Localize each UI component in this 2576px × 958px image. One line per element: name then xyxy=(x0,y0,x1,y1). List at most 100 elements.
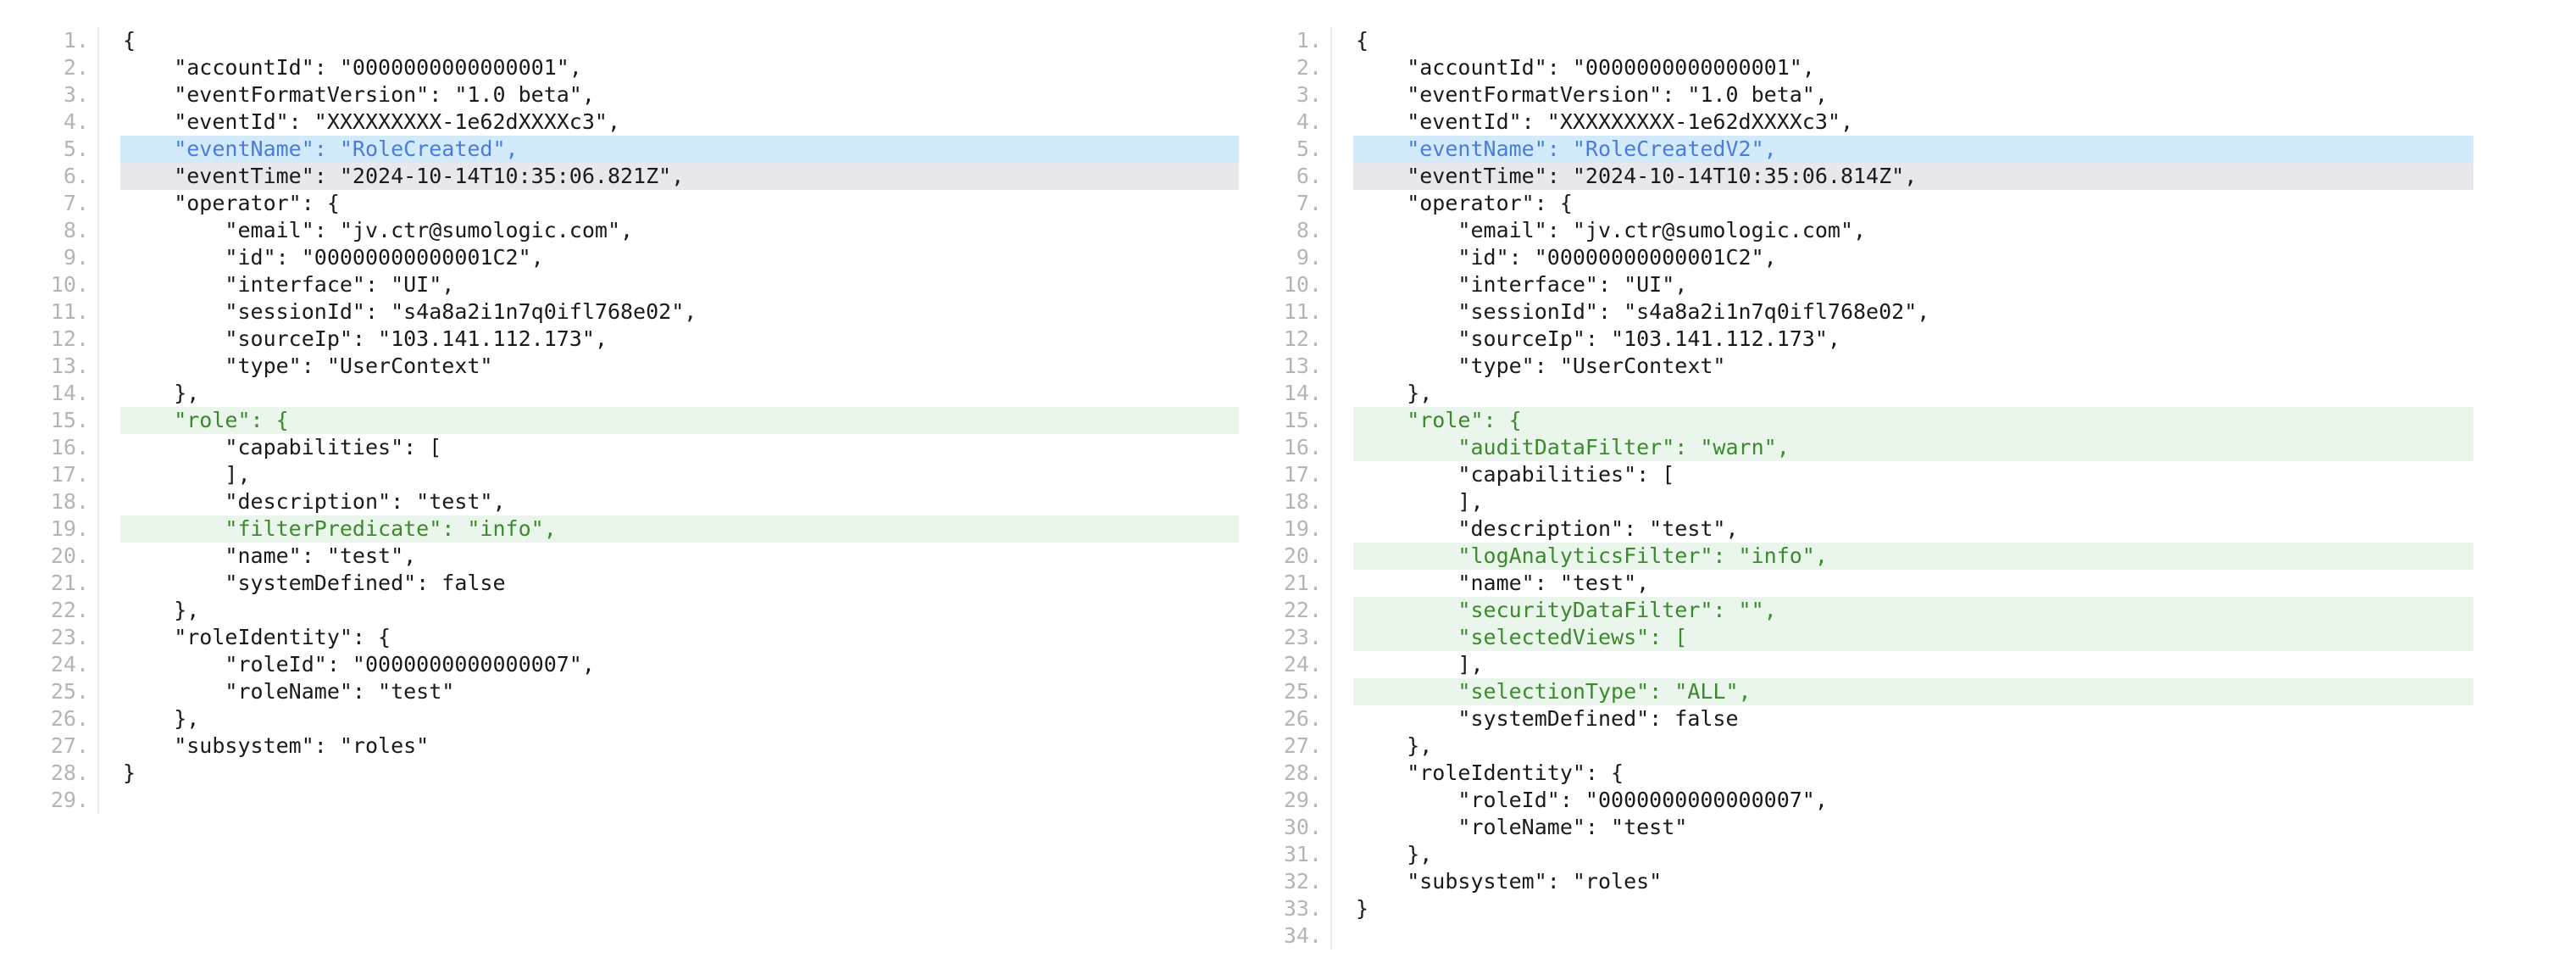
gutter-gap xyxy=(99,190,120,217)
line-code: "interface": "UI", xyxy=(1356,272,1688,297)
left-code-line-26: 26. }, xyxy=(0,705,1239,732)
left-code-line-19: 19. "filterPredicate": "info", xyxy=(0,515,1239,543)
right-code-line-31: 31. }, xyxy=(1232,841,2473,868)
line-code: "interface": "UI", xyxy=(123,272,455,297)
gutter-gap xyxy=(1332,787,1353,814)
line-number: 2. xyxy=(1232,54,1332,81)
gutter-gap xyxy=(1332,515,1353,543)
gutter-gap xyxy=(1332,922,1353,950)
line-number: 13. xyxy=(0,353,99,380)
line-code: "filterPredicate": "info", xyxy=(120,515,1239,543)
left-code-line-20: 20. "name": "test", xyxy=(0,543,1239,570)
line-code: ], xyxy=(1356,652,1484,677)
line-number: 19. xyxy=(1232,515,1332,543)
right-code-line-26: 26. "systemDefined": false xyxy=(1232,705,2473,732)
line-code: }, xyxy=(123,381,200,405)
right-code-line-25: 25. "selectionType": "ALL", xyxy=(1232,678,2473,705)
gutter-gap xyxy=(1332,543,1353,570)
left-code-line-2: 2. "accountId": "0000000000000001", xyxy=(0,54,1239,81)
gutter-gap xyxy=(1332,190,1353,217)
left-code-line-9: 9. "id": "00000000000001C2", xyxy=(0,244,1239,271)
line-number: 12. xyxy=(1232,326,1332,353)
left-code-line-18: 18. "description": "test", xyxy=(0,488,1239,515)
left-code-line-23: 23. "roleIdentity": { xyxy=(0,624,1239,651)
line-code: "selectedViews": [ xyxy=(1353,624,2473,651)
line-number: 13. xyxy=(1232,353,1332,380)
gutter-gap xyxy=(1332,461,1353,488)
right-code-line-28: 28. "roleIdentity": { xyxy=(1232,760,2473,787)
left-code-line-7: 7. "operator": { xyxy=(0,190,1239,217)
line-code: ], xyxy=(1356,489,1484,514)
right-code-line-6: 6. "eventTime": "2024-10-14T10:35:06.814… xyxy=(1232,163,2473,190)
gutter-gap xyxy=(1332,651,1353,678)
right-code-line-1: 1. { xyxy=(1232,27,2473,54)
diff-pane-right: 1. { 2. "accountId": "0000000000000001",… xyxy=(1232,27,2473,950)
line-code: "operator": { xyxy=(1356,191,1573,215)
line-code: "description": "test", xyxy=(123,489,506,514)
right-code-line-5: 5. "eventName": "RoleCreatedV2", xyxy=(1232,136,2473,163)
right-code-line-10: 10. "interface": "UI", xyxy=(1232,271,2473,298)
line-code: "sourceIp": "103.141.112.173", xyxy=(1356,326,1840,351)
line-number: 17. xyxy=(0,461,99,488)
right-code-line-19: 19. "description": "test", xyxy=(1232,515,2473,543)
left-code-line-13: 13. "type": "UserContext" xyxy=(0,353,1239,380)
gutter-gap xyxy=(99,380,120,407)
left-code-line-10: 10. "interface": "UI", xyxy=(0,271,1239,298)
line-number: 23. xyxy=(1232,624,1332,651)
gutter-gap xyxy=(1332,136,1353,163)
line-code: "operator": { xyxy=(123,191,340,215)
gutter-gap xyxy=(1332,705,1353,732)
line-number: 20. xyxy=(0,543,99,570)
line-number: 15. xyxy=(1232,407,1332,434)
line-code: "capabilities": [ xyxy=(123,435,442,460)
line-code: "capabilities": [ xyxy=(1356,462,1675,487)
line-number: 30. xyxy=(1232,814,1332,841)
left-code-line-8: 8. "email": "jv.ctr@sumologic.com", xyxy=(0,217,1239,244)
left-code-line-17: 17. ], xyxy=(0,461,1239,488)
line-code: "roleId": "0000000000000007", xyxy=(1356,788,1828,812)
line-number: 4. xyxy=(1232,109,1332,136)
left-code-line-14: 14. }, xyxy=(0,380,1239,407)
line-number: 10. xyxy=(1232,271,1332,298)
right-code-line-17: 17. "capabilities": [ xyxy=(1232,461,2473,488)
line-number: 27. xyxy=(1232,732,1332,760)
right-code-line-11: 11. "sessionId": "s4a8a2i1n7q0ifl768e02"… xyxy=(1232,298,2473,326)
gutter-gap xyxy=(1332,217,1353,244)
gutter-gap xyxy=(1332,434,1353,461)
line-number: 26. xyxy=(1232,705,1332,732)
gutter-gap xyxy=(1332,841,1353,868)
right-code-line-2: 2. "accountId": "0000000000000001", xyxy=(1232,54,2473,81)
right-code-line-13: 13. "type": "UserContext" xyxy=(1232,353,2473,380)
line-code: "name": "test", xyxy=(123,543,417,568)
line-code: "type": "UserContext" xyxy=(123,354,493,378)
right-code-line-12: 12. "sourceIp": "103.141.112.173", xyxy=(1232,326,2473,353)
left-code-line-25: 25. "roleName": "test" xyxy=(0,678,1239,705)
line-code: "selectionType": "ALL", xyxy=(1353,678,2473,705)
gutter-gap xyxy=(1332,570,1353,597)
right-code-line-14: 14. }, xyxy=(1232,380,2473,407)
gutter-gap xyxy=(99,570,120,597)
gutter-gap xyxy=(99,678,120,705)
line-code: "sessionId": "s4a8a2i1n7q0ifl768e02", xyxy=(1356,299,1930,324)
gutter-gap xyxy=(99,597,120,624)
gutter-gap xyxy=(99,624,120,651)
gutter-gap xyxy=(1332,27,1353,54)
gutter-gap xyxy=(1332,326,1353,353)
gutter-gap xyxy=(1332,109,1353,136)
gutter-gap xyxy=(1332,244,1353,271)
line-code: }, xyxy=(1356,381,1433,405)
right-code-line-7: 7. "operator": { xyxy=(1232,190,2473,217)
line-code: } xyxy=(1356,896,1369,921)
left-code-line-6: 6. "eventTime": "2024-10-14T10:35:06.821… xyxy=(0,163,1239,190)
gutter-gap xyxy=(99,109,120,136)
line-code: "logAnalyticsFilter": "info", xyxy=(1353,543,2473,570)
gutter-gap xyxy=(1332,488,1353,515)
right-code-line-9: 9. "id": "00000000000001C2", xyxy=(1232,244,2473,271)
line-number: 23. xyxy=(0,624,99,651)
line-code: "sessionId": "s4a8a2i1n7q0ifl768e02", xyxy=(123,299,697,324)
gutter-gap xyxy=(99,244,120,271)
line-number: 9. xyxy=(1232,244,1332,271)
line-number: 27. xyxy=(0,732,99,760)
line-code: "eventId": "XXXXXXXXX-1e62dXXXXc3", xyxy=(123,109,620,134)
right-code-line-16: 16. "auditDataFilter": "warn", xyxy=(1232,434,2473,461)
